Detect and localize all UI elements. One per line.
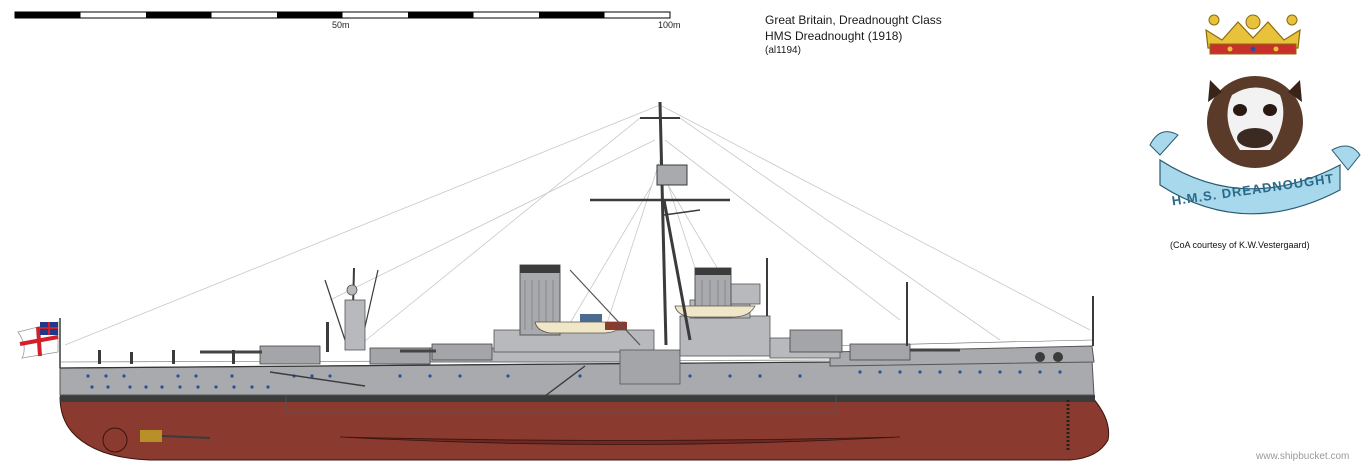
net-booms — [269, 365, 586, 397]
scale-label-100m: 100m — [658, 20, 681, 30]
bow-anchors — [1035, 352, 1070, 450]
title-country-class: Great Britain, Dreadnought Class — [765, 13, 942, 27]
propeller-rudder — [102, 427, 211, 453]
crest-credit: (CoA courtesy of K.W.Vestergaard) — [1170, 240, 1310, 250]
rigging — [64, 104, 1091, 346]
hull-above-waterline — [59, 359, 1095, 396]
title-block: Great Britain, Dreadnought Class HMS Dre… — [765, 12, 942, 58]
hull-below-waterline — [59, 396, 1110, 461]
watermark: www.shipbucket.com — [1256, 451, 1350, 462]
title-ship-name: HMS Dreadnought (1918) — [765, 29, 903, 43]
title-author: (al1194) — [765, 45, 801, 56]
main-mast — [569, 101, 730, 346]
bilge-keel — [339, 436, 901, 445]
scale-bar — [14, 11, 671, 19]
boot-topping — [60, 395, 1095, 402]
aft-mast — [324, 267, 379, 351]
portholes — [86, 370, 1062, 389]
scale-label-50m: 50m — [332, 20, 350, 30]
white-ensign-flag — [17, 318, 61, 368]
ships-boats — [534, 305, 756, 334]
main-turrets — [200, 329, 960, 365]
deck-fittings — [98, 258, 1094, 364]
